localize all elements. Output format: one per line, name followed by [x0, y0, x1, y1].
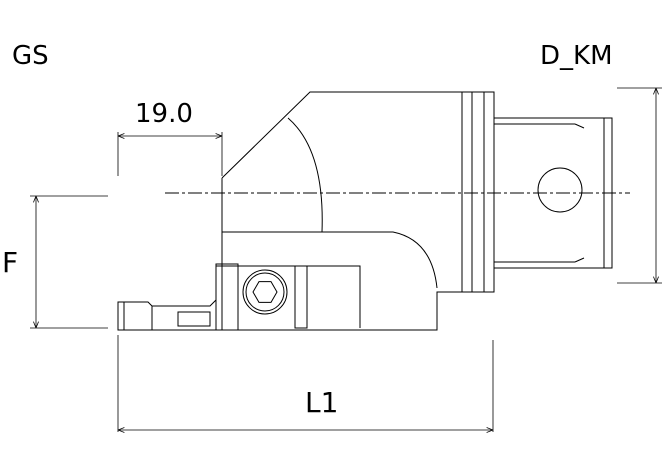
- dimension-l1-label: L1: [305, 386, 338, 419]
- label-gs: GS: [12, 41, 49, 71]
- coolant-hole-icon: [537, 167, 583, 213]
- dimension-d-km: [617, 87, 662, 284]
- dimension-f-label: F: [2, 246, 18, 279]
- dimension-19-label: 19.0: [135, 99, 193, 129]
- dimension-f: [30, 195, 108, 329]
- tool-body: [117, 91, 613, 331]
- dimension-19: [117, 132, 223, 176]
- label-d-km: D_KM: [540, 41, 613, 71]
- dimension-l1: [117, 335, 494, 432]
- hex-screw-icon: [242, 269, 288, 315]
